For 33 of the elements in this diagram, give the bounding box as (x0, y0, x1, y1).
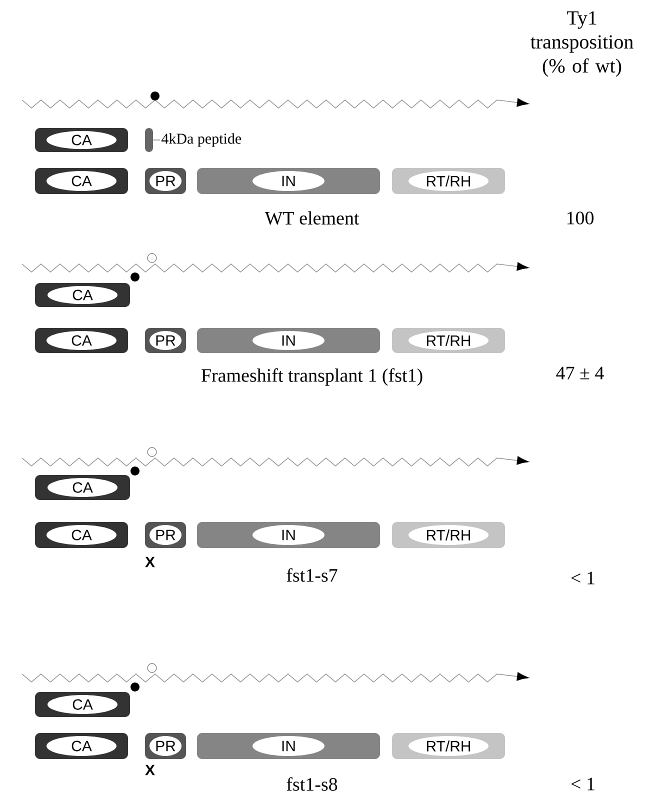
protein-domain-bar: RT/RH (392, 328, 505, 353)
value-label: < 1 (571, 778, 594, 790)
protein-domain-bar: CA (35, 168, 128, 194)
protein-domain-bar: PR (145, 522, 186, 548)
protein-domain-bar: PR (145, 328, 186, 353)
protein-domain-bar: CA (35, 283, 130, 307)
construct-label: WT element (264, 211, 360, 225)
protein-domain-bar: CA (35, 475, 130, 500)
mutation-mark: X (145, 556, 155, 568)
protein-domain-bar: RT/RH (392, 733, 505, 759)
construct-label: fst1-s8 (286, 777, 338, 791)
protein-domain-bar: IN (197, 733, 380, 759)
protein-domain-bar: RT/RH (392, 168, 505, 194)
value-label: < 1 (571, 572, 594, 584)
construct-label: fst1-s7 (286, 568, 338, 582)
protein-domain-bar: PR (145, 733, 186, 759)
construct-label: Frameshift transplant 1 (fst1) (201, 368, 422, 386)
protein-domain-bar: CA (35, 733, 128, 759)
protein-domain-bar: PR (145, 168, 186, 194)
protein-domain-bar: CA (35, 522, 128, 548)
column-heading: Ty1 transposition (% of wt) (530, 11, 634, 77)
protein-domain-bar: CA (35, 692, 130, 717)
protein-domain-bar: RT/RH (392, 522, 505, 548)
protein-domain-bar: IN (197, 168, 380, 194)
text-label: 4kDa peptide (162, 133, 242, 147)
peptide-bar (145, 128, 153, 152)
value-label: 47 ± 4 (556, 366, 604, 380)
protein-domain-bar: IN (197, 522, 380, 548)
protein-domain-bar: CA (35, 328, 128, 353)
mutation-mark: X (145, 764, 155, 776)
protein-domain-bar: CA (35, 128, 128, 152)
value-label: 100 (567, 212, 594, 224)
protein-domain-bar: IN (197, 328, 380, 353)
